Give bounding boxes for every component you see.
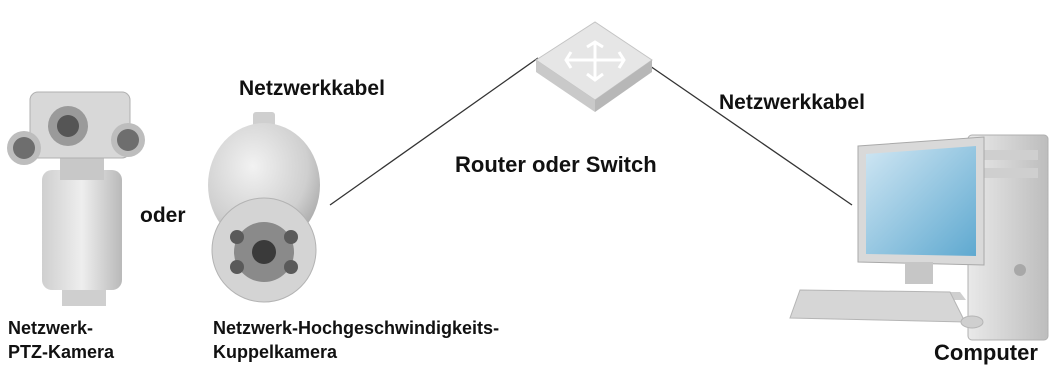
dome-camera-label-line1: Netzwerk-Hochgeschwindigkeits- — [213, 318, 500, 338]
computer-label: Computer — [934, 340, 1038, 365]
router-label: Router oder Switch — [455, 152, 657, 177]
dome-camera-label-line2: Kuppelkamera — [213, 342, 338, 362]
cable-router-to-computer — [649, 65, 853, 206]
or-label: oder — [140, 204, 186, 227]
cable-label-left: Netzwerkkabel — [239, 77, 385, 100]
dome-camera-icon — [208, 112, 320, 303]
ptz-camera-label-line2: PTZ-Kamera — [8, 342, 115, 362]
computer-icon — [789, 134, 1049, 341]
ptz-camera-icon — [7, 91, 145, 306]
router-switch-icon — [535, 21, 653, 112]
cable-label-right: Netzwerkkabel — [719, 91, 865, 114]
ptz-camera-label-line1: Netzwerk- — [8, 318, 94, 338]
cable-dome-to-router — [329, 57, 539, 206]
